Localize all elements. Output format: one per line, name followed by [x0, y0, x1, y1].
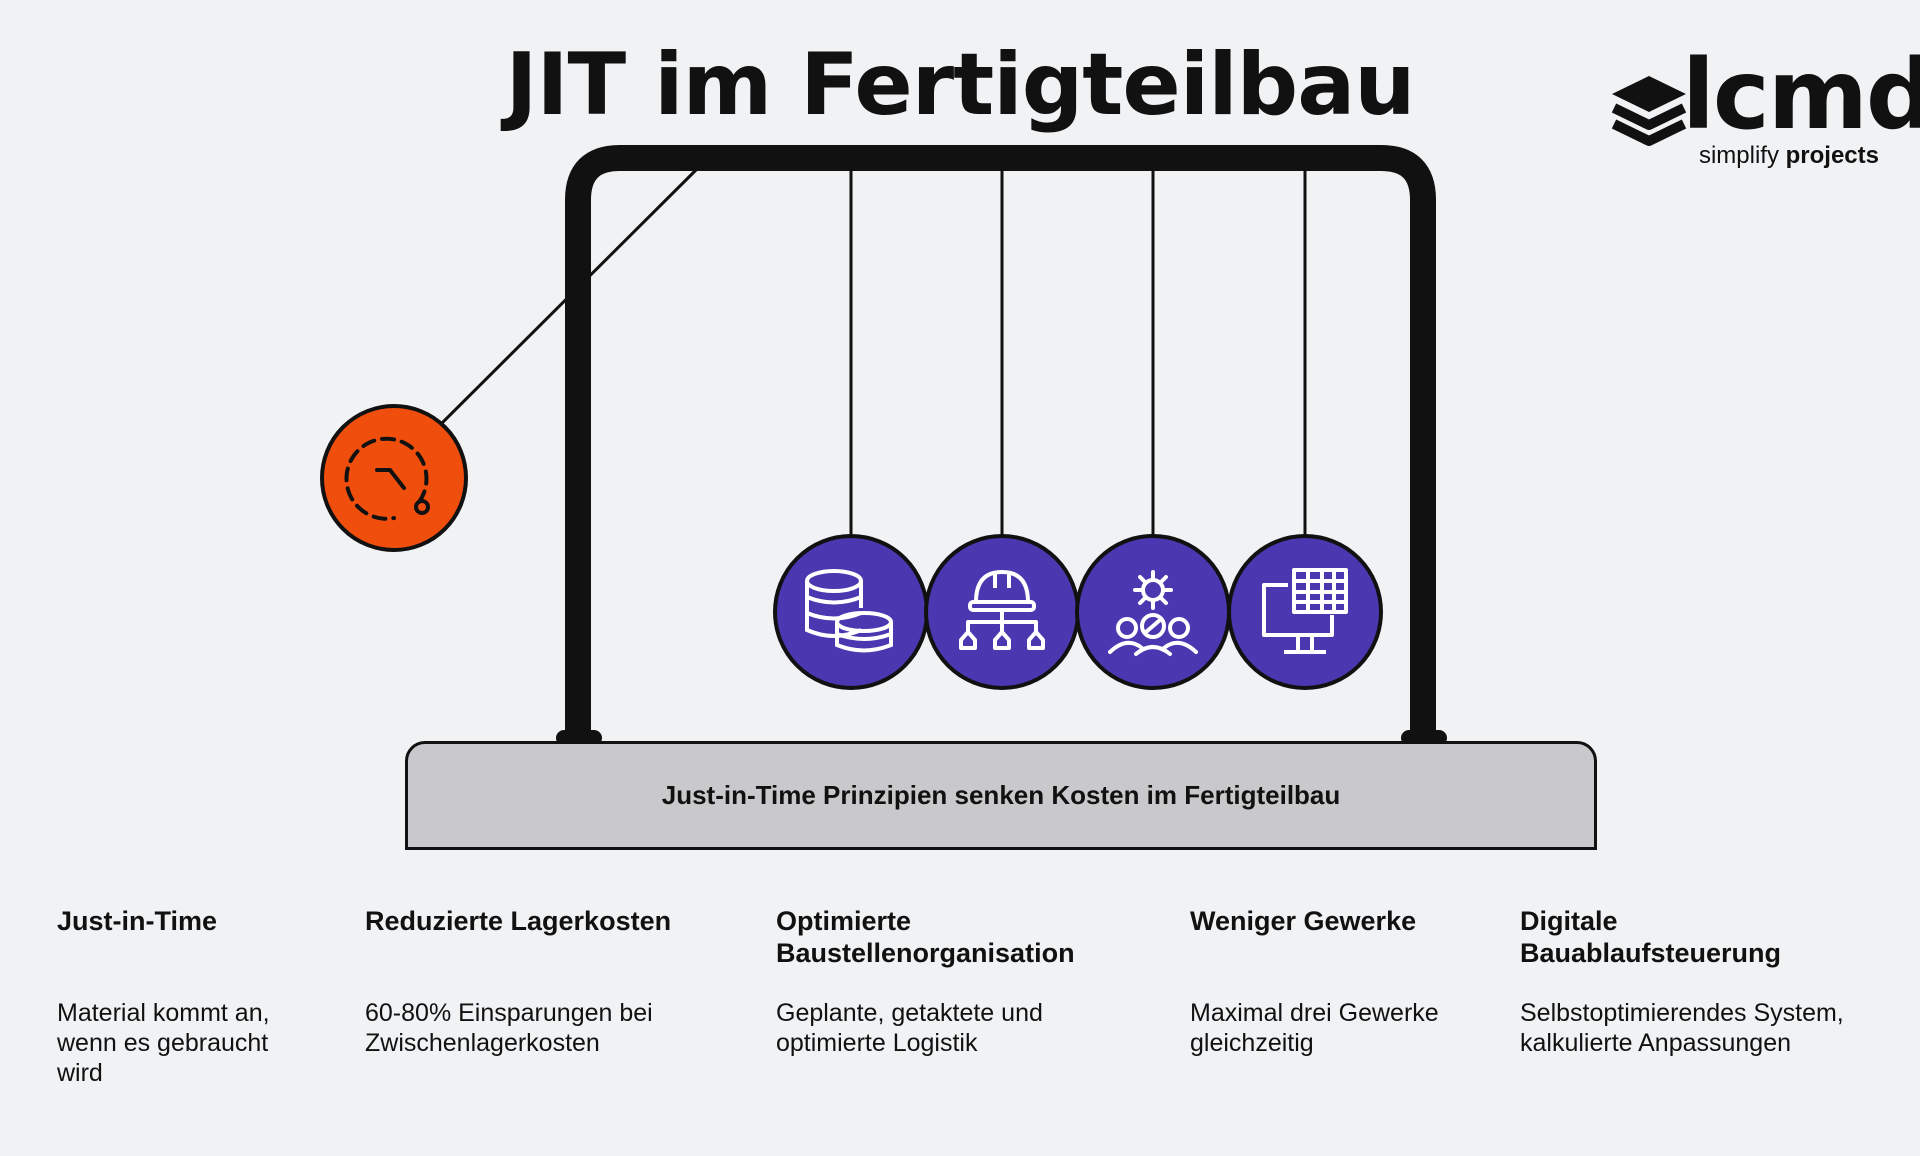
- column-heading: Digitale Bauablaufsteuerung: [1520, 906, 1782, 968]
- column-bauablaufsteuerung: Digitale Bauablaufsteuerung Selbstoptimi…: [1520, 905, 1900, 1057]
- cradle-frame: [565, 145, 1436, 741]
- ball-orange: [320, 404, 468, 552]
- helmet-hierarchy-icon: [959, 570, 1045, 650]
- column-text: 60-80% Einsparungen bei Zwischenlagerkos…: [365, 999, 653, 1057]
- tagline-regular: simplify: [1698, 142, 1779, 169]
- team-gear-icon: [1108, 570, 1198, 656]
- column-baustellenorganisation: Optimierte Baustellenorganisation Geplan…: [776, 905, 1116, 1057]
- column-heading: Optimierte Baustellenorganisation: [776, 906, 1075, 968]
- column-just-in-time: Just-in-Time Material kommt an, wenn es …: [57, 905, 317, 1087]
- column-gewerke: Weniger Gewerke Maximal drei Gewerke gle…: [1190, 905, 1480, 1057]
- logo-tagline: simplify projects: [1699, 142, 1879, 170]
- logo: lcmd simplify projects: [1604, 40, 1920, 176]
- string-swinging: [438, 168, 698, 427]
- column-text: Geplante, getaktete und optimierte Logis…: [776, 999, 1043, 1057]
- logo-wordmark: lcmd: [1682, 39, 1920, 151]
- column-heading: Weniger Gewerke: [1190, 906, 1417, 936]
- page-title: JIT im Fertigteilbau: [505, 35, 1416, 135]
- column-text: Selbstoptimierendes System, kalkulierte …: [1520, 999, 1844, 1057]
- clock-icon: [344, 436, 430, 521]
- ball-purple-4: [1227, 534, 1383, 690]
- ball-purple-2: [924, 534, 1080, 690]
- column-lagerkosten: Reduzierte Lagerkosten 60-80% Einsparung…: [365, 905, 705, 1057]
- column-heading: Just-in-Time: [57, 906, 218, 936]
- base-label: Just-in-Time Prinzipien senken Kosten im…: [661, 780, 1341, 810]
- column-text: Material kommt an, wenn es gebraucht wir…: [57, 999, 270, 1087]
- column-heading: Reduzierte Lagerkosten: [365, 906, 672, 936]
- database-coins-icon: [805, 569, 893, 653]
- ball-purple-1: [773, 534, 929, 690]
- ball-purple-3: [1075, 534, 1231, 690]
- monitor-spreadsheet-icon: [1262, 568, 1348, 654]
- tagline-bold: projects: [1785, 142, 1879, 169]
- cradle-base: Just-in-Time Prinzipien senken Kosten im…: [405, 741, 1597, 850]
- stacked-layers-icon: [1611, 76, 1687, 146]
- column-text: Maximal drei Gewerke gleichzeitig: [1190, 999, 1439, 1057]
